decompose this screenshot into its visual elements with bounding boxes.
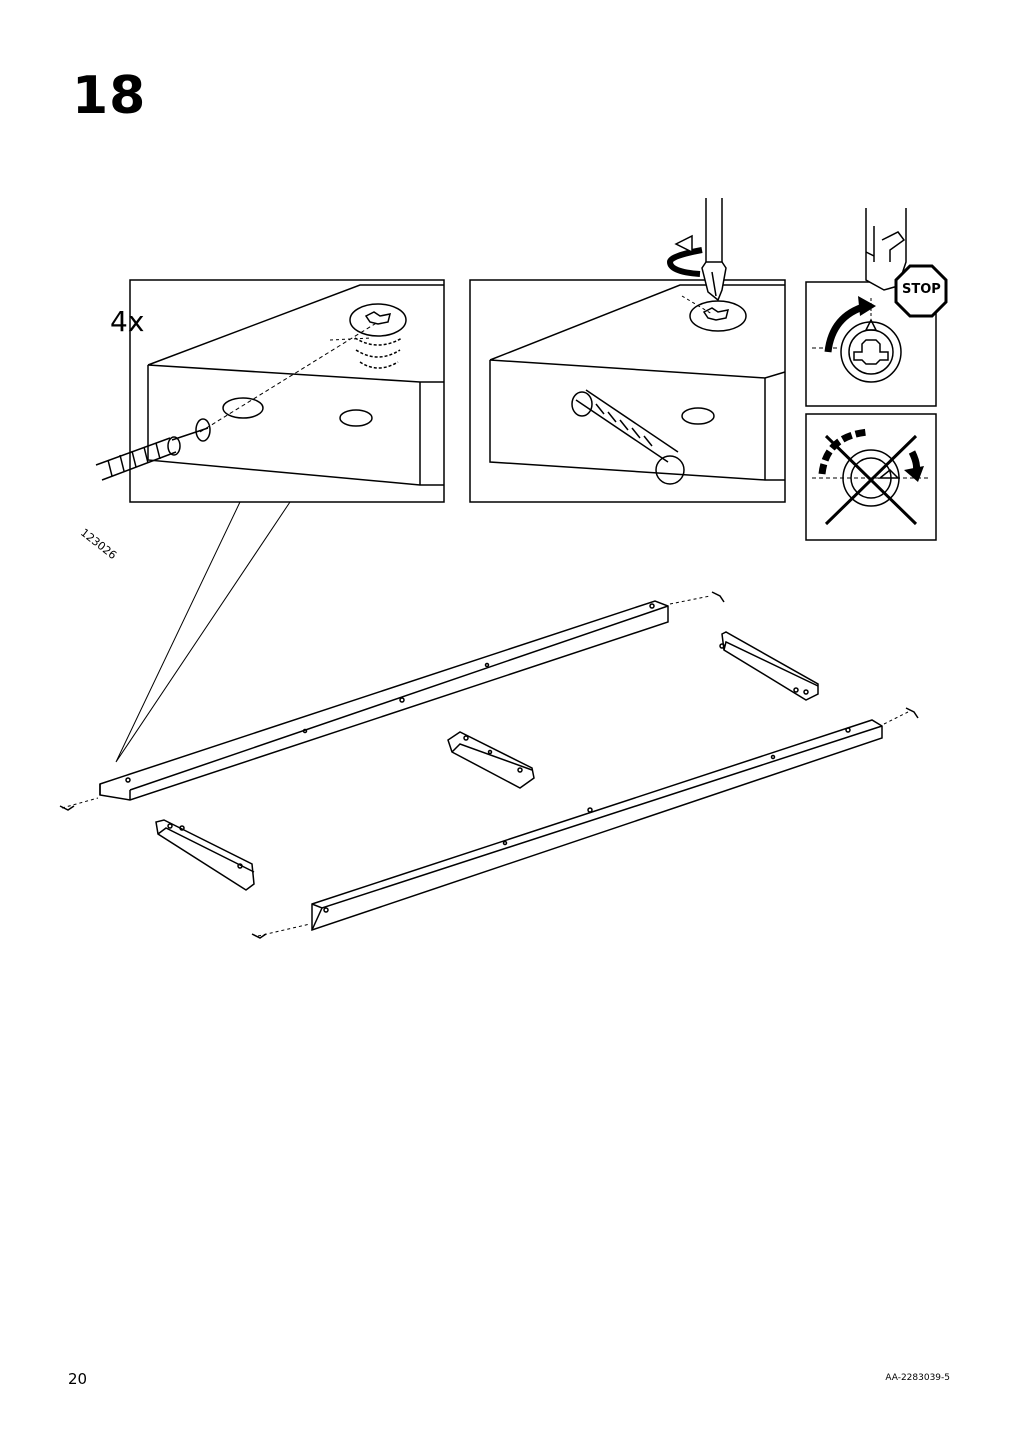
long-rail-back <box>59 591 725 811</box>
rotate-clockwise-icon <box>666 234 703 277</box>
long-rail-front <box>251 707 919 939</box>
page-number: 20 <box>68 1370 88 1388</box>
center-support <box>447 731 535 789</box>
short-brace-right <box>719 631 819 701</box>
callout-lines <box>115 501 291 763</box>
short-brace-left <box>155 819 255 891</box>
document-code: AA-2283039-5 <box>885 1373 950 1383</box>
quantity-label: 4x <box>110 305 145 338</box>
screwdriver-icon <box>701 198 727 302</box>
detail-panel-tighten <box>469 279 786 503</box>
stop-sign-icon <box>894 264 948 318</box>
stop-label: STOP <box>902 282 941 297</box>
step-number: 18 <box>72 66 147 126</box>
detail-panel-insert-dowel <box>95 279 445 503</box>
wrong-tightening-panel <box>805 413 937 541</box>
hand-icon <box>865 208 907 291</box>
